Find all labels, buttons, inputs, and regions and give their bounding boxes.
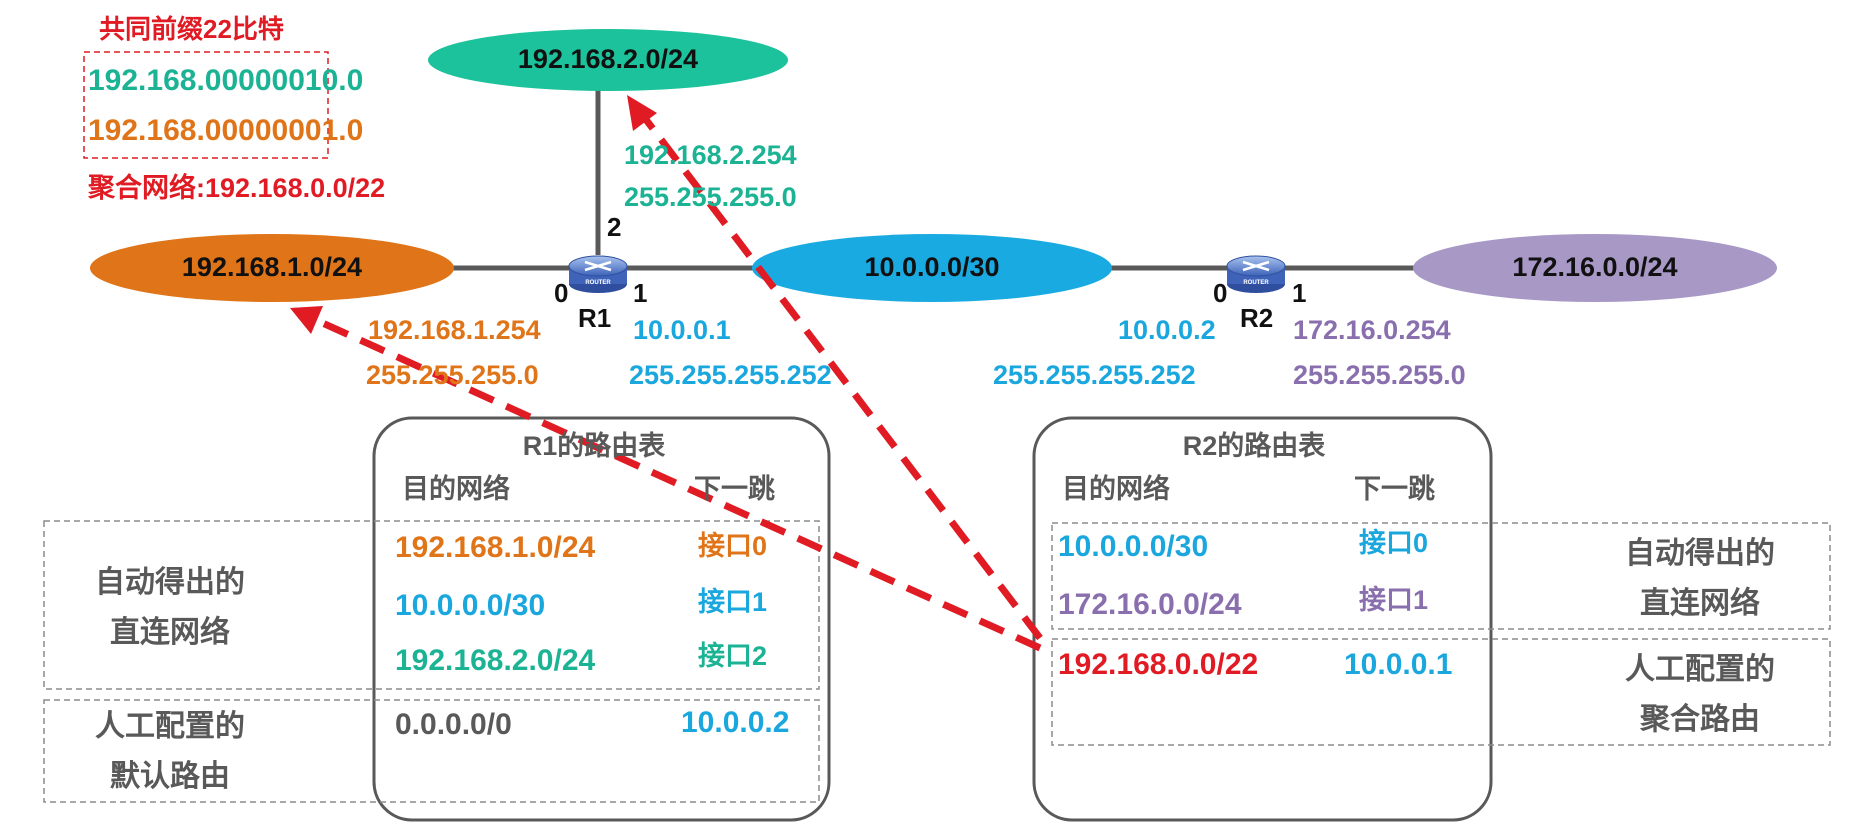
note-r1-default-line-1: 人工配置的 — [95, 710, 245, 743]
aggregation-line-2-prefix: 192.168.000000 — [88, 114, 305, 147]
r2-table-header-destination: 目的网络 — [1062, 474, 1170, 504]
r1-table-header-destination: 目的网络 — [402, 474, 510, 504]
r2-table-title: R2的路由表 — [1182, 431, 1326, 461]
network-ellipse-right — [1413, 234, 1777, 302]
network-label-right: 172.16.0.0/24 — [1512, 252, 1678, 282]
r2-table-row-1-next-hop: 接口0 — [1359, 528, 1429, 558]
network-ellipse-top — [428, 29, 788, 91]
aggregation-line-2-suffix: 01.0 — [304, 114, 364, 147]
r2-interface-0-ip: 10.0.0.2 — [1118, 315, 1216, 345]
router-r1-icon: ROUTER — [568, 255, 628, 293]
r1-default-route-dashed-box — [43, 699, 820, 803]
r1-port-0-label: 0 — [554, 278, 569, 308]
r2-routing-table-box — [1032, 416, 1493, 822]
router-r1-icon-label: ROUTER — [585, 280, 611, 286]
r2-port-0-label: 0 — [1213, 278, 1228, 308]
r1-interface-2-ip: 192.168.2.254 — [624, 140, 797, 170]
r2-port-1-label: 1 — [1292, 278, 1307, 308]
r1-interface-1-mask: 255.255.255.252 — [629, 360, 832, 390]
r1-table-header-next-hop: 下一跳 — [694, 474, 775, 504]
r2-interface-1-mask: 255.255.255.0 — [1293, 360, 1466, 390]
r1-interface-0-ip: 192.168.1.254 — [368, 315, 541, 345]
r1-table-row-1-next-hop: 接口0 — [698, 531, 768, 561]
r1-port-1-label: 1 — [633, 278, 648, 308]
note-r2-aggregate-line-2: 聚合路由 — [1640, 703, 1760, 736]
r1-table-row-4-next-hop: 10.0.0.2 — [681, 706, 790, 739]
note-r1-direct-line-2: 直连网络 — [110, 616, 230, 649]
r2-table-row-1-destination: 10.0.0.0/30 — [1058, 530, 1209, 563]
r1-table-row-4-destination: 0.0.0.0/0 — [395, 708, 512, 741]
r1-router-label: R1 — [578, 303, 612, 333]
network-ellipse-middle — [752, 234, 1112, 302]
aggregation-line-1-suffix: 10.0 — [304, 64, 364, 97]
note-r2-aggregate-line-1: 人工配置的 — [1625, 653, 1775, 686]
arrow-aggregate-route-to-top-network — [641, 114, 1043, 641]
r2-interface-0-mask: 255.255.255.252 — [993, 360, 1196, 390]
r1-table-row-2-next-hop: 接口1 — [698, 587, 768, 617]
router-r2-icon-label: ROUTER — [1243, 280, 1269, 286]
r1-table-row-1-destination: 192.168.1.0/24 — [395, 531, 596, 564]
aggregation-line-2: 192.168.00000001.0 — [88, 116, 363, 146]
r1-interface-1-ip: 10.0.0.1 — [633, 315, 731, 345]
aggregation-line-1-prefix: 192.168.000000 — [88, 64, 305, 97]
r1-table-title: R1的路由表 — [522, 431, 666, 461]
arrow-head-left-network — [290, 306, 323, 334]
r2-router-label: R2 — [1240, 303, 1274, 333]
arrow-head-top-network — [627, 95, 657, 131]
aggregation-line-1: 192.168.00000010.0 — [88, 66, 363, 96]
r2-table-header-next-hop: 下一跳 — [1354, 474, 1435, 504]
router-r2-icon: ROUTER — [1226, 255, 1286, 293]
r2-table-row-3-destination: 192.168.0.0/22 — [1058, 648, 1259, 681]
note-r2-direct-line-2: 直连网络 — [1640, 587, 1760, 620]
r1-direct-networks-dashed-box — [43, 520, 820, 690]
r1-table-row-3-destination: 192.168.2.0/24 — [395, 644, 596, 677]
r2-interface-1-ip: 172.16.0.254 — [1293, 315, 1451, 345]
r1-routing-table-box — [372, 416, 831, 822]
r2-direct-networks-dashed-box — [1051, 522, 1831, 630]
r2-table-row-2-next-hop: 接口1 — [1359, 585, 1429, 615]
r1-table-row-2-destination: 10.0.0.0/30 — [395, 589, 546, 622]
note-r1-direct-line-1: 自动得出的 — [95, 566, 245, 599]
aggregation-result: 聚合网络:192.168.0.0/22 — [88, 173, 386, 203]
r2-table-row-2-destination: 172.16.0.0/24 — [1058, 588, 1242, 621]
arrow-aggregate-route-to-left-network — [314, 316, 1042, 652]
r2-table-row-3-next-hop: 10.0.0.1 — [1344, 648, 1453, 681]
r2-aggregate-route-dashed-box — [1051, 638, 1831, 746]
r1-table-row-3-next-hop: 接口2 — [698, 641, 768, 671]
r1-interface-2-mask: 255.255.255.0 — [624, 182, 797, 212]
aggregation-title: 共同前缀22比特 — [99, 14, 284, 44]
aggregation-prefix-dashed-box — [83, 51, 329, 159]
network-ellipse-left — [90, 234, 454, 302]
note-r2-direct-line-1: 自动得出的 — [1625, 537, 1775, 570]
r1-port-2-label: 2 — [607, 212, 622, 242]
network-label-top: 192.168.2.0/24 — [517, 44, 699, 74]
network-label-left: 192.168.1.0/24 — [181, 252, 363, 282]
r1-interface-0-mask: 255.255.255.0 — [366, 360, 539, 390]
note-r1-default-line-2: 默认路由 — [110, 760, 230, 793]
network-label-middle: 10.0.0.0/30 — [864, 252, 1000, 282]
